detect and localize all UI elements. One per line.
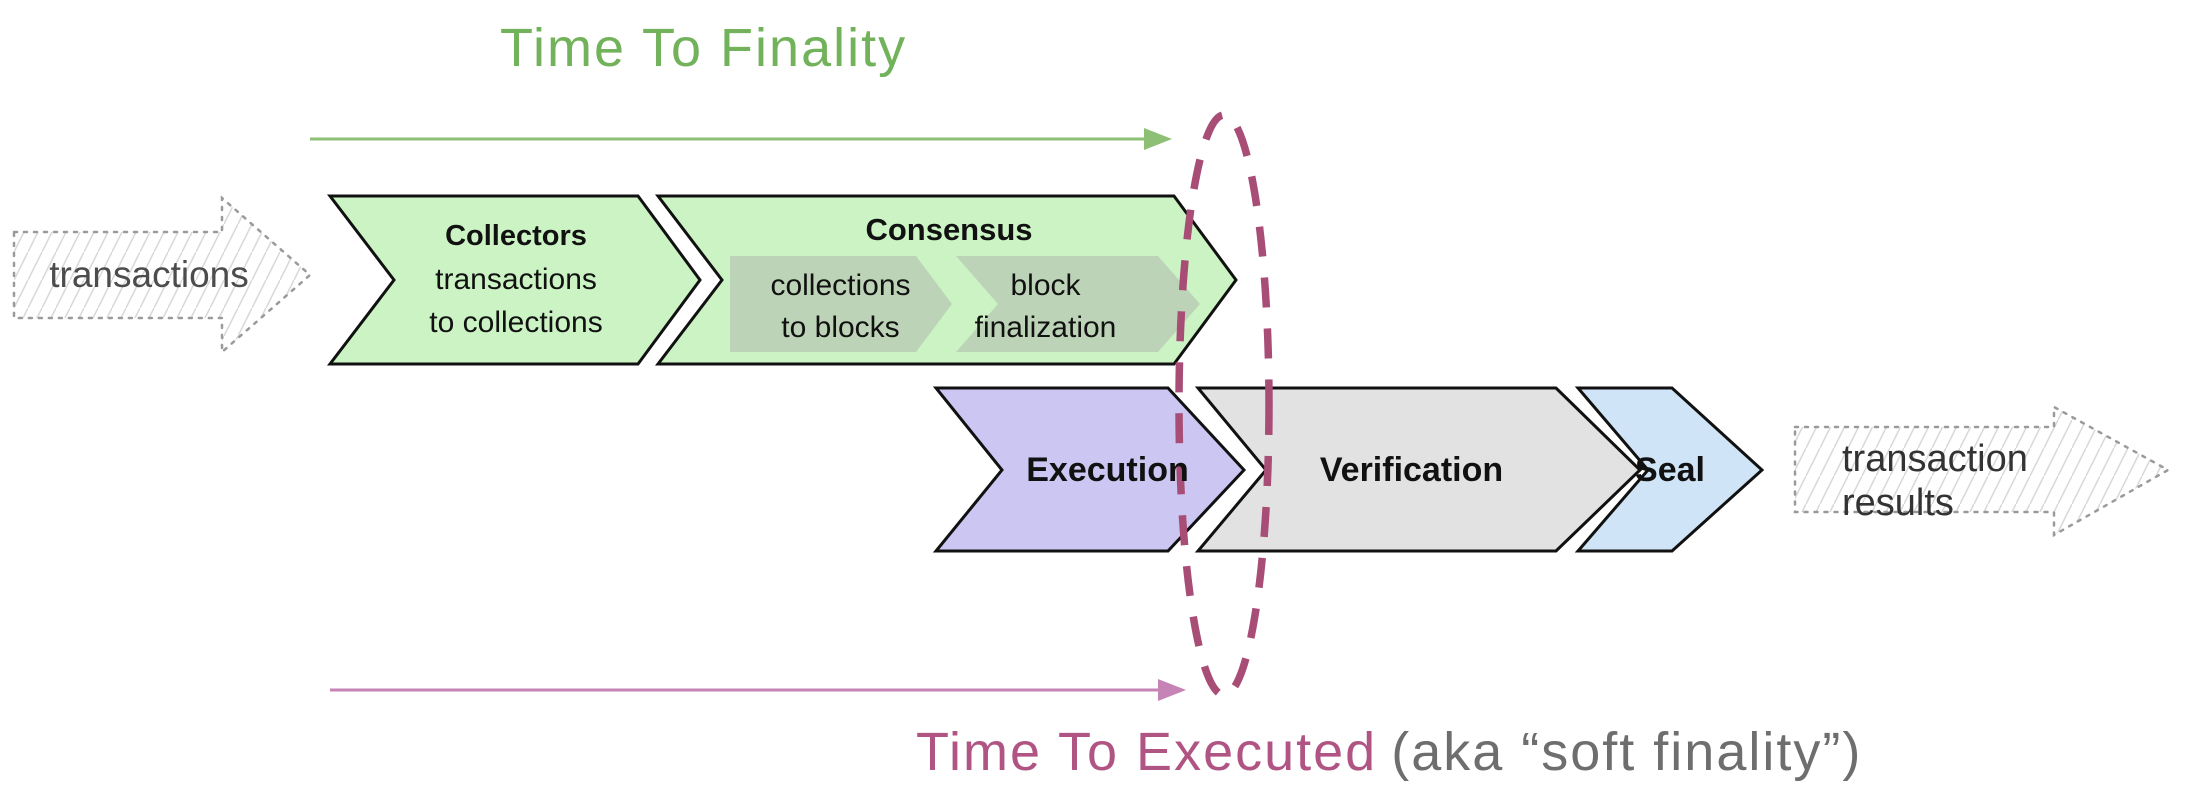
execution-chevron	[932, 386, 1247, 553]
collectors-name: Collectors	[445, 220, 587, 252]
seal-chevron	[1574, 386, 1765, 553]
collectors-desc-line1: transactions	[435, 263, 597, 296]
seal-name: Seal	[1635, 451, 1705, 489]
output-arrow-label: transaction results	[1842, 437, 2082, 525]
input-arrow-label: transactions	[49, 254, 249, 295]
collectors-desc-line2: to collections	[429, 306, 603, 339]
execution-name: Execution	[1026, 451, 1189, 489]
output-label-line2: results	[1842, 482, 1954, 524]
consensus-step2-chevron	[956, 256, 1200, 352]
executed-arrow-head	[1158, 679, 1186, 701]
executed-timeline-title: Time To Executed(aka “soft finality”)	[916, 722, 2116, 782]
executed-timeline-note: (aka “soft finality”)	[1391, 722, 1863, 782]
consensus-step2-line2: finalization	[974, 311, 1117, 344]
soft-finality-boundary-ellipse	[1175, 111, 1273, 699]
consensus-step2-label: block finalization	[938, 265, 1153, 349]
collectors-label-block: Collectors transactions to collections	[396, 215, 636, 344]
consensus-name: Consensus	[865, 212, 1033, 247]
executed-timeline-main: Time To Executed	[916, 722, 1378, 782]
consensus-step1-label: collections to blocks	[733, 265, 948, 349]
consensus-step1-chevron	[730, 256, 952, 352]
finality-timeline-title: Time To Finality	[500, 18, 908, 78]
verification-name: Verification	[1319, 451, 1504, 489]
output-label-line1: transaction	[1842, 438, 2028, 480]
output-arrow	[1793, 404, 2171, 538]
collectors-chevron	[326, 194, 702, 366]
consensus-step1-line2: to blocks	[781, 311, 900, 344]
consensus-step2-line1: block	[1010, 269, 1081, 302]
consensus-step1-line1: collections	[770, 269, 911, 302]
finality-arrow-head	[1144, 128, 1172, 150]
input-arrow	[12, 195, 312, 355]
